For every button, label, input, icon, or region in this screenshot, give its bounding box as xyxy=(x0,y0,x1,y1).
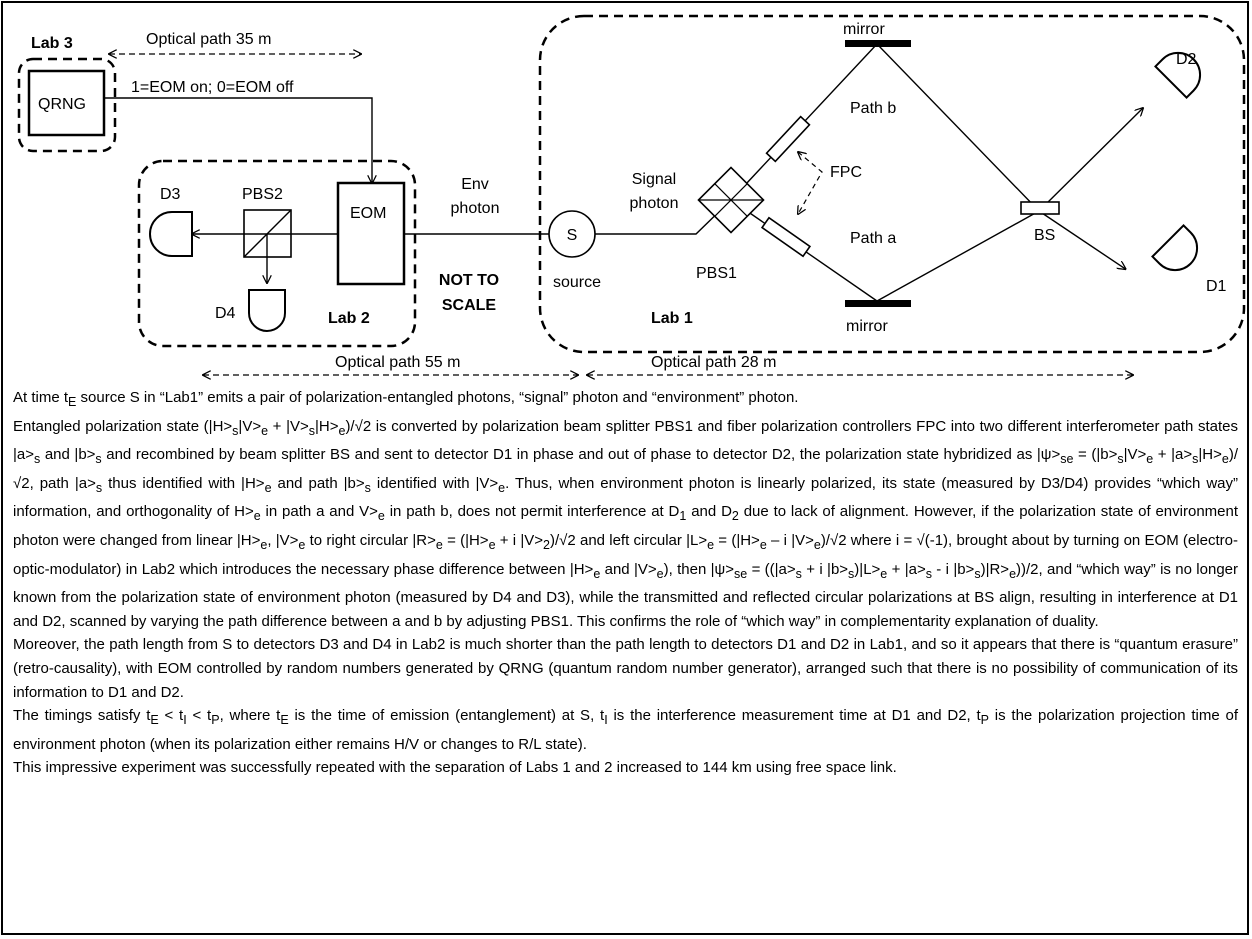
detector-d1-icon xyxy=(1151,224,1198,271)
source-symbol: S xyxy=(567,227,578,244)
path-b-label: Path b xyxy=(850,100,896,117)
paragraph-timings: The timings satisfy tE < tI < tP, where … xyxy=(13,707,1239,753)
fpc-plate-a xyxy=(760,216,812,258)
path-a-label: Path a xyxy=(850,230,896,247)
pbs1-cube xyxy=(697,166,765,234)
distance-label-55m: Optical path 55 m xyxy=(335,354,460,371)
distance-label-28m: Optical path 28 m xyxy=(651,354,776,371)
lab2-enclosure xyxy=(137,159,417,348)
bs-label: BS xyxy=(1034,227,1055,244)
distance-label-35m: Optical path 35 m xyxy=(146,31,271,48)
beam-to-d2 xyxy=(1038,108,1143,212)
detector-d2-icon xyxy=(1154,52,1201,99)
explanation-text: At time tE source S in “Lab1” emits a pa… xyxy=(13,386,1238,780)
lab3-label: Lab 3 xyxy=(31,35,73,52)
env-photon-label-line1: Env xyxy=(461,176,489,193)
pbs1-label: PBS1 xyxy=(696,265,737,282)
source-label: source xyxy=(553,274,601,291)
mirror-top xyxy=(845,40,911,47)
fpc-plate-b xyxy=(765,115,811,163)
eom-control-label: 1=EOM on; 0=EOM off xyxy=(131,79,294,96)
eom-control-line xyxy=(104,97,372,183)
detector-d3-label: D3 xyxy=(160,186,181,203)
not-to-scale-line1: NOT TO xyxy=(439,272,499,289)
detector-d4-icon xyxy=(248,289,286,332)
mirror-top-label: mirror xyxy=(843,21,885,38)
not-to-scale-line2: SCALE xyxy=(442,297,497,314)
lab1-label: Lab 1 xyxy=(651,310,693,327)
mirror-bottom xyxy=(845,300,911,307)
path-b-to-bs xyxy=(876,43,1040,212)
eom-label: EOM xyxy=(350,205,386,222)
fpc-pointer xyxy=(798,152,823,214)
path-a-to-bs xyxy=(876,210,1040,302)
lab2-label: Lab 2 xyxy=(328,310,370,327)
paragraph-interference: Entangled polarization state (|H>s|V>e +… xyxy=(13,417,1239,630)
env-photon-label-line2: photon xyxy=(451,200,500,217)
lab3-enclosure xyxy=(17,57,117,153)
detector-d1-label: D1 xyxy=(1206,278,1227,295)
detector-d3-icon xyxy=(149,211,193,257)
mirror-bottom-label: mirror xyxy=(846,318,888,335)
qrng-box xyxy=(27,69,106,137)
detector-d4-label: D4 xyxy=(215,305,236,322)
signal-photon-label-line1: Signal xyxy=(632,171,676,188)
eom-box xyxy=(336,181,406,286)
qrng-label: QRNG xyxy=(38,96,86,113)
pbs2-label: PBS2 xyxy=(242,186,283,203)
paragraph-emission: At time tE source S in “Lab1” emits a pa… xyxy=(13,389,799,409)
signal-photon-label-line2: photon xyxy=(630,195,679,212)
beam-splitter xyxy=(1020,201,1060,215)
experiment-diagram: Lab 3 Lab 2 Lab 1 Optical path 35 m Opti… xyxy=(17,14,1246,400)
fpc-label: FPC xyxy=(830,164,862,181)
detector-d2-label: D2 xyxy=(1176,51,1197,68)
beam-to-d1 xyxy=(1038,210,1130,269)
lab1-enclosure xyxy=(538,14,1246,354)
paragraph-free-space: This impressive experiment was successfu… xyxy=(13,759,897,777)
paragraph-quantum-erasure: Moreover, the path length from S to dete… xyxy=(13,636,1238,701)
